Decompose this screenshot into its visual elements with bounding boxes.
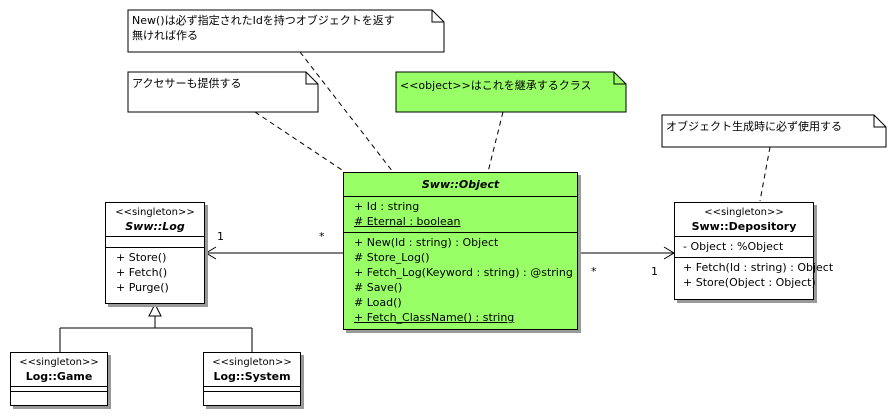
new-note-anchor [299,51,394,173]
class-log-game-stereotype: <<singleton>> [19,357,99,368]
accessor-note-text: アクセサーも提供する [132,77,242,90]
class-sww-depository-stereotype: <<singleton>> [704,207,784,218]
operation-row: + Store() [116,251,167,264]
association-log-arrowhead [205,246,217,260]
class-sww-log-stereotype: <<singleton>> [115,207,195,218]
class-sww-object-operations: + New(Id : string) : Object # Store_Log(… [344,233,577,328]
operation-row: + Fetch_Log(Keyword : string) : @string [354,266,573,279]
class-log-system-name: Log::System [213,370,291,383]
accessor-note-shape [127,71,319,113]
operation-row: + Fetch(Id : string) : Object [683,261,834,274]
class-log-system-header: <<singleton>> Log::System [204,353,300,387]
attribute-row: + Id : string [354,200,420,213]
class-log-game-name: Log::Game [25,370,93,383]
class-sww-log-name: Sww::Log [125,220,185,233]
attribute-row: - Object : %Object [683,240,784,253]
class-log-game-attributes [11,387,107,392]
class-sww-object-header: Sww::Object [344,173,577,197]
class-sww-depository[interactable]: <<singleton>> Sww::Depository - Object :… [674,202,834,300]
class-log-system-operations [204,392,300,396]
new-note: New()は必ず指定されたIdを持つオブジェクトを返す 無ければ作る [128,10,399,46]
class-sww-depository-name: Sww::Depository [691,220,797,233]
depository-note-text: オブジェクト生成時に必ず使用する [666,120,842,133]
class-log-system-stereotype: <<singleton>> [212,357,292,368]
operation-row: + New(Id : string) : Object [354,236,499,249]
class-sww-log-header: <<singleton>> Sww::Log [106,203,204,237]
new-note-line-2: 無ければ作る [132,29,198,42]
generalization-triangle [148,302,162,317]
class-sww-depository-header: <<singleton>> Sww::Depository [675,203,813,237]
new-note-line-1: New()は必ず指定されたIdを持つオブジェクトを返す [132,14,395,27]
multiplicity-log-end: 1 [217,230,224,243]
class-sww-depository-operations: + Fetch(Id : string) : Object + Store(Ob… [675,258,834,293]
class-sww-object-name: Sww::Object [421,178,500,191]
operation-row: + Store(Object : Object) [683,276,816,289]
class-log-game-operations [11,392,107,396]
operation-row: + Fetch() [116,266,168,279]
object-note-text: <<object>>はこれを継承するクラス [400,79,592,92]
class-log-game-header: <<singleton>> Log::Game [11,353,107,387]
class-log-system-attributes [204,387,300,392]
operation-row: + Purge() [116,281,169,294]
multiplicity-object-log-end: * [319,230,325,243]
class-sww-log-attributes [106,237,204,248]
operation-row: # Load() [354,296,402,309]
new-note-shape [127,9,445,53]
depository-note-shape [661,114,887,148]
accessor-note: アクセサーも提供する [128,73,245,94]
class-sww-depository-attributes: - Object : %Object [675,237,813,258]
attribute-row: # Eternal : boolean [354,215,461,228]
class-sww-log-operations: + Store() + Fetch() + Purge() [106,248,204,298]
multiplicity-depository-end: 1 [651,265,658,278]
class-sww-object-attributes: + Id : string # Eternal : boolean [344,197,577,233]
multiplicity-object-depository-end: * [591,265,597,278]
depository-note: オブジェクト生成時に必ず使用する [662,116,846,137]
accessor-note-anchor [254,111,346,173]
object-note-shape [395,71,627,113]
operation-row: # Save() [354,281,403,294]
operation-row: + Fetch_ClassName() : string [354,311,515,324]
operation-row: # Store_Log() [354,251,430,264]
object-note: <<object>>はこれを継承するクラス [396,75,596,96]
class-sww-object[interactable]: Sww::Object + Id : string # Eternal : bo… [343,172,578,330]
object-note-anchor [487,111,504,173]
class-log-system[interactable]: <<singleton>> Log::System [203,352,301,406]
class-sww-log[interactable]: <<singleton>> Sww::Log + Store() + Fetch… [105,202,205,304]
class-log-game[interactable]: <<singleton>> Log::Game [10,352,108,406]
depository-note-anchor [759,146,771,202]
